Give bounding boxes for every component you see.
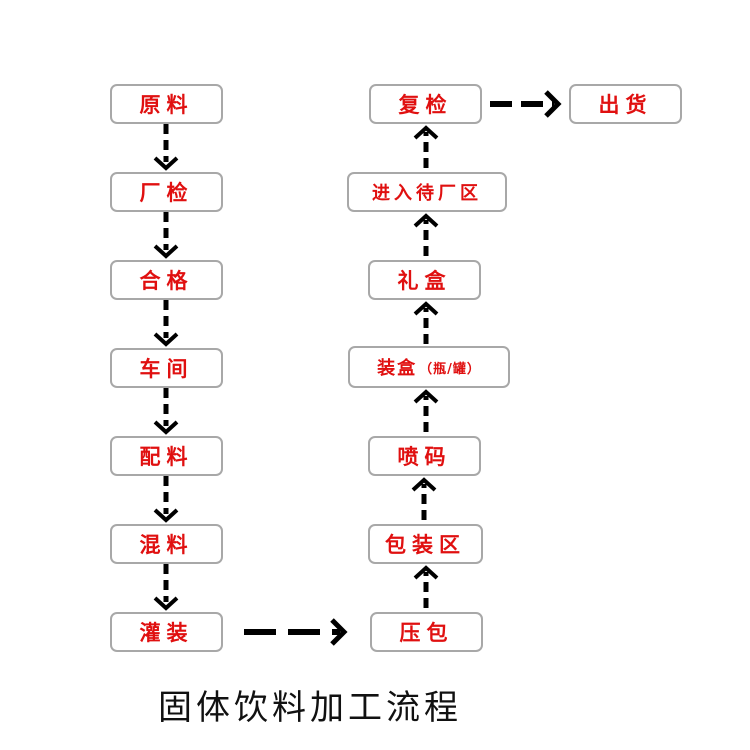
step-warehouse: 进入待厂区 xyxy=(347,172,507,212)
arrow-up-6 xyxy=(413,125,439,168)
arrow-down-5 xyxy=(153,476,179,523)
step-label: 复检 xyxy=(398,93,453,117)
step-label: 出货 xyxy=(598,93,653,117)
step-pack-area: 包装区 xyxy=(368,524,483,564)
step-label: 原料 xyxy=(139,93,194,117)
step-batching: 配料 xyxy=(110,436,223,476)
step-inspect: 厂检 xyxy=(110,172,223,212)
step-label: 厂检 xyxy=(139,181,194,205)
step-label: 包装区 xyxy=(385,533,466,557)
arrow-up-3 xyxy=(413,389,439,432)
step-mixing: 混料 xyxy=(110,524,223,564)
step-label: 礼盒 xyxy=(397,269,452,293)
arrow-down-1 xyxy=(153,124,179,171)
step-label: 装盒 xyxy=(377,358,418,379)
step-label: 配料 xyxy=(139,445,194,469)
arrow-up-5 xyxy=(413,213,439,256)
step-ship: 出货 xyxy=(569,84,682,124)
arrow-right-top xyxy=(490,90,562,118)
arrow-down-2 xyxy=(153,212,179,259)
step-recheck: 复检 xyxy=(369,84,482,124)
step-pass: 合格 xyxy=(110,260,223,300)
step-raw: 原料 xyxy=(110,84,223,124)
diagram-title: 固体饮料加工流程 xyxy=(158,688,462,728)
step-sublabel: （瓶/罐） xyxy=(419,361,481,377)
step-gift-box: 礼盒 xyxy=(368,260,481,300)
arrow-right-bottom xyxy=(244,618,348,646)
step-label: 喷码 xyxy=(397,445,452,469)
step-filling: 灌装 xyxy=(110,612,223,652)
step-label: 混料 xyxy=(139,533,194,557)
arrow-down-6 xyxy=(153,564,179,611)
step-press: 压包 xyxy=(370,612,483,652)
arrow-down-4 xyxy=(153,388,179,435)
step-label: 车间 xyxy=(139,357,194,381)
step-printing: 喷码 xyxy=(368,436,481,476)
arrow-up-1 xyxy=(413,565,439,608)
step-label: 灌装 xyxy=(139,621,194,645)
step-boxing: 装盒（瓶/罐） xyxy=(348,346,510,388)
step-workshop: 车间 xyxy=(110,348,223,388)
step-label: 进入待厂区 xyxy=(372,183,482,204)
step-label: 压包 xyxy=(399,621,454,645)
step-label: 合格 xyxy=(139,269,194,293)
arrow-up-2 xyxy=(411,477,437,520)
arrow-up-4 xyxy=(413,301,439,344)
arrow-down-3 xyxy=(153,300,179,347)
